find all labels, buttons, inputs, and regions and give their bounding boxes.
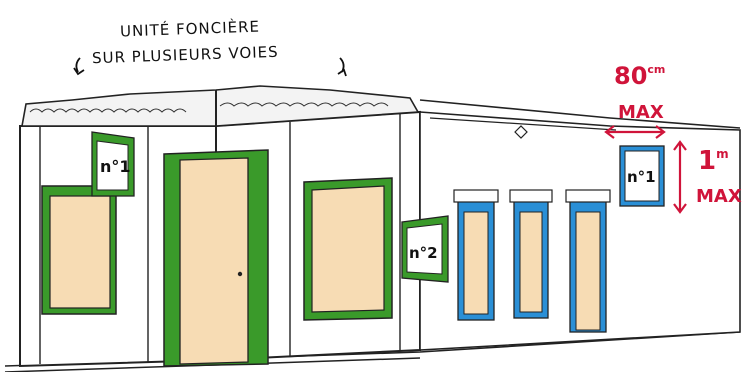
height-value: 1m — [698, 148, 729, 174]
sign-1: n°1 — [92, 132, 134, 196]
door-knob — [238, 272, 242, 276]
width-value: 80cm — [614, 64, 665, 88]
sign-1-label: n°1 — [100, 157, 131, 176]
width-number: 80 — [614, 62, 647, 90]
height-max: MAX — [696, 188, 742, 206]
sign-2-label: n°2 — [409, 244, 438, 262]
dimension-sign-label: n°1 — [627, 168, 656, 186]
height-number: 1 — [698, 146, 716, 176]
width-unit: cm — [647, 63, 665, 76]
height-unit: m — [716, 147, 729, 161]
corner-building — [20, 86, 420, 366]
width-max: MAX — [618, 104, 664, 122]
sign-2: n°2 — [402, 216, 448, 282]
far-building — [420, 100, 740, 350]
dimension-sign: n°1 — [620, 146, 664, 206]
